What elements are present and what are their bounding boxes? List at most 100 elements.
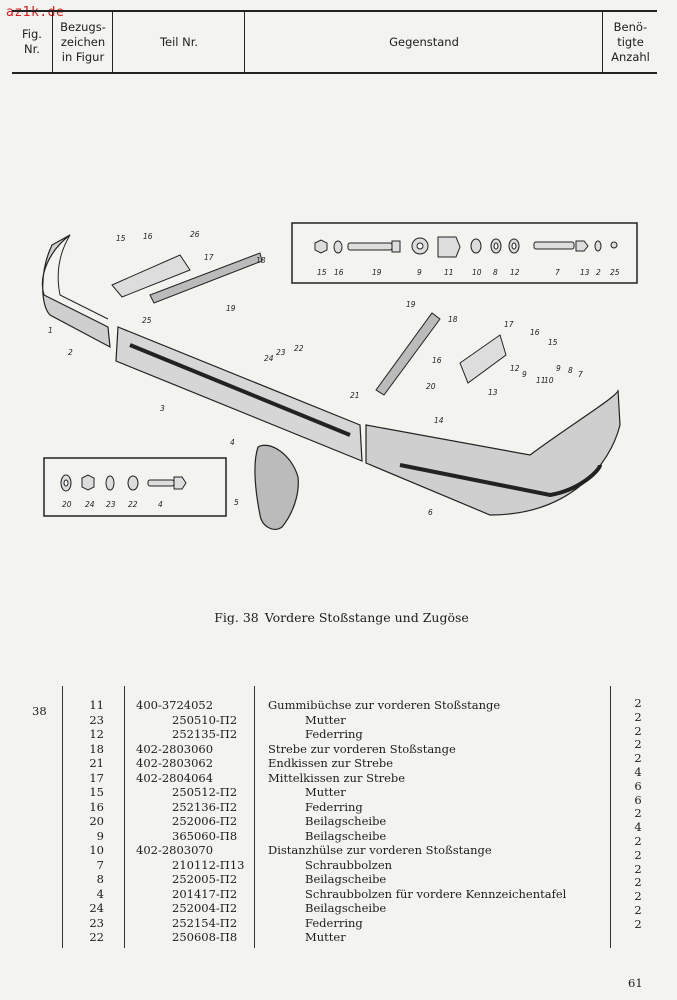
svg-text:12: 12 — [510, 268, 520, 277]
quantity: 4 — [634, 820, 642, 835]
teil-nr: 400-3724052 — [136, 698, 214, 712]
bezugszeichen: 12 — [89, 727, 104, 741]
header-teil-nr: Teil Nr. — [159, 34, 199, 49]
svg-text:18: 18 — [256, 256, 266, 265]
svg-text:22: 22 — [128, 500, 138, 509]
quantity: 2 — [634, 903, 642, 917]
bezugszeichen: 21 — [89, 756, 104, 770]
svg-text:16: 16 — [530, 328, 540, 337]
gegenstand: Mittelkissen zur Strebe — [268, 770, 406, 785]
quantity: 2 — [634, 861, 642, 876]
svg-text:20: 20 — [426, 382, 436, 391]
gegenstand: Beilagscheibe — [305, 814, 387, 828]
page-number: 61 — [628, 976, 643, 990]
fig-number: 38 — [32, 704, 47, 718]
svg-text:25: 25 — [142, 316, 152, 325]
svg-text:19: 19 — [372, 268, 382, 277]
svg-text:5: 5 — [234, 498, 239, 507]
table-row: 20 252006-П2 Beilagscheibe — [0, 814, 677, 829]
svg-text:11: 11 — [444, 268, 454, 277]
svg-text:13: 13 — [580, 268, 590, 277]
svg-text:15: 15 — [317, 268, 327, 277]
quantity: 2 — [634, 875, 642, 890]
quantity: 4 — [634, 765, 642, 779]
svg-text:9: 9 — [556, 364, 561, 373]
gegenstand: Beilagscheibe — [305, 828, 387, 843]
teil-nr: 250608-П8 — [172, 930, 238, 944]
teil-nr: 402-2803060 — [136, 741, 214, 756]
caption-text: Vordere Stoßstange und Zugöse — [264, 610, 469, 625]
svg-text:20: 20 — [62, 500, 72, 509]
bezugszeichen: 24 — [89, 901, 104, 915]
gegenstand: Strebe zur vorderen Stoßstange — [268, 741, 456, 756]
gegenstand: Schraubbolzen für vordere Kennzeichentaf… — [305, 886, 567, 901]
gegenstand: Federring — [305, 915, 363, 930]
gegenstand: Schraubbolzen — [305, 857, 393, 872]
bezugszeichen: 8 — [96, 872, 104, 886]
watermark: az1k.de — [6, 5, 65, 20]
teil-nr: 402-2803070 — [136, 843, 214, 857]
svg-text:15: 15 — [548, 338, 558, 347]
svg-text:25: 25 — [610, 268, 620, 277]
svg-text:16: 16 — [334, 268, 344, 277]
svg-text:26: 26 — [190, 230, 200, 239]
svg-text:24: 24 — [264, 354, 274, 363]
svg-text:2: 2 — [68, 348, 73, 357]
svg-text:8: 8 — [493, 268, 498, 277]
svg-text:13: 13 — [488, 388, 498, 397]
bezugszeichen: 4 — [96, 886, 104, 901]
bezugszeichen: 17 — [89, 770, 104, 785]
teil-nr: 250512-П2 — [172, 785, 238, 799]
quantity: 2 — [634, 834, 642, 848]
svg-text:23: 23 — [106, 500, 116, 509]
svg-text:3: 3 — [160, 404, 165, 413]
svg-text:19: 19 — [406, 300, 416, 309]
bezugszeichen: 16 — [89, 799, 104, 814]
bezugszeichen: 23 — [89, 915, 104, 930]
svg-text:2: 2 — [596, 268, 601, 277]
header-fig-nr: Fig.Nr. — [22, 27, 42, 56]
table-row: 18 402-2803060 Strebe zur vorderen Stoßsta… — [0, 742, 677, 757]
svg-text:23: 23 — [276, 348, 286, 357]
gegenstand: Gummibüchse zur vorderen Stoßstange — [268, 698, 501, 712]
teil-nr: 252004-П2 — [172, 901, 238, 915]
bezugszeichen: 22 — [89, 930, 104, 944]
svg-text:24: 24 — [85, 500, 95, 509]
quantity: 2 — [634, 737, 642, 752]
svg-text:21: 21 — [350, 391, 360, 400]
gegenstand: Mutter — [305, 712, 346, 727]
teil-nr: 252005-П2 — [172, 872, 238, 886]
svg-text:18: 18 — [448, 315, 458, 324]
quantity: 2 — [634, 696, 642, 710]
bezugszeichen: 10 — [89, 843, 104, 857]
svg-text:15: 15 — [116, 234, 126, 243]
svg-text:1: 1 — [48, 326, 53, 335]
header-gegenstand: Gegenstand — [389, 34, 459, 49]
quantity: 2 — [634, 709, 642, 724]
quantity: 2 — [634, 889, 642, 904]
teil-nr: 250510-П2 — [172, 712, 238, 727]
gegenstand: Federring — [305, 799, 363, 814]
svg-text:17: 17 — [204, 253, 214, 262]
quantity: 2 — [634, 751, 642, 766]
gegenstand: Distanzhülse zur vorderen Stoßstange — [268, 843, 492, 857]
quantity: 6 — [634, 792, 642, 807]
bezugszeichen: 20 — [89, 814, 104, 828]
svg-text:4: 4 — [230, 438, 235, 447]
bezugszeichen: 18 — [89, 741, 104, 756]
caption-fig-number: Fig. 38 — [214, 610, 259, 625]
teil-nr: 252006-П2 — [172, 814, 238, 828]
svg-text:12: 12 — [510, 364, 520, 373]
svg-text:16: 16 — [143, 232, 153, 241]
hardware-box-right — [291, 222, 638, 284]
